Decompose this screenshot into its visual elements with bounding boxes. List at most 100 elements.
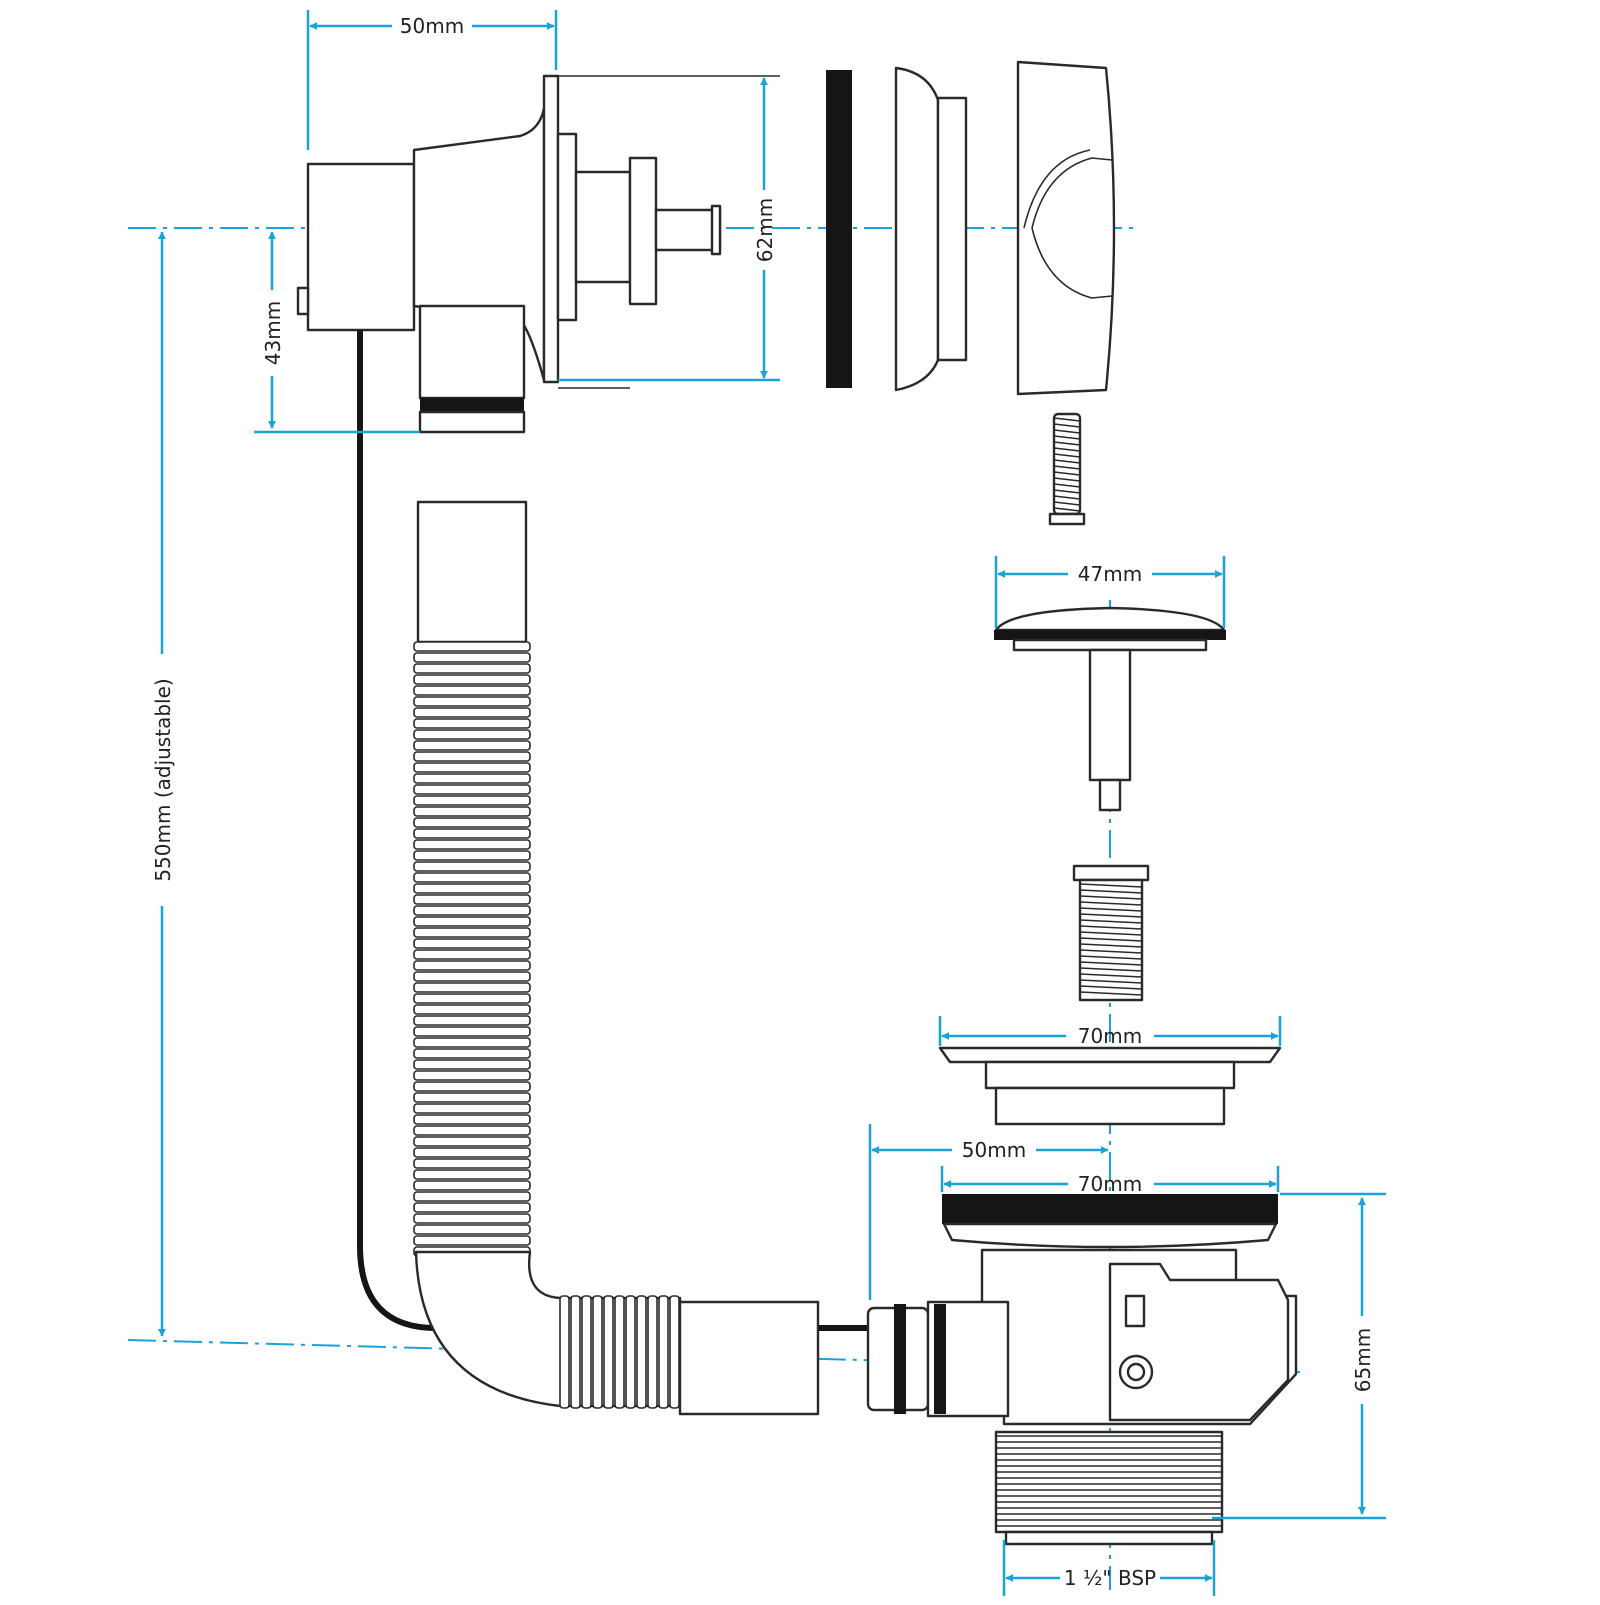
hose-ridge [413, 751, 531, 762]
overflow-faceplate [542, 74, 560, 384]
plug-seal [994, 630, 1226, 640]
thread-line [1079, 931, 1143, 936]
thread-line [1053, 471, 1081, 476]
hose-ridge [413, 949, 531, 960]
hose-ridge [413, 1048, 531, 1059]
thread-line [1079, 955, 1143, 960]
hose-ridge [669, 1295, 680, 1409]
outlet-o-ring [420, 398, 524, 412]
hose-ridge [413, 1202, 531, 1213]
thread-line [1079, 937, 1143, 942]
plug-parts [938, 412, 1282, 1126]
waste-body [866, 1194, 1298, 1546]
hose-ridge [413, 993, 531, 1004]
mechanism-pivot-inner [1126, 1362, 1146, 1382]
overflow-body [296, 74, 780, 434]
thread-end [1004, 1530, 1214, 1546]
thread-line [1079, 889, 1143, 894]
hose-ridge [413, 740, 531, 751]
hose-ridge [413, 817, 531, 828]
hose-ridge [625, 1295, 636, 1409]
hose-ridge [413, 1103, 531, 1114]
hose-ridge [413, 905, 531, 916]
stem-thread [1098, 778, 1122, 812]
hose-ridge [413, 806, 531, 817]
hose-ridge [413, 1169, 531, 1180]
dim-overall-length-label: 550mm (adjustable) [151, 678, 175, 881]
plug-cap [994, 606, 1226, 632]
screw-head [1048, 512, 1086, 526]
trim-ring-collar [936, 96, 968, 362]
overflow-boss [556, 132, 578, 322]
thread-line [1079, 901, 1143, 906]
flexible-hose [413, 500, 820, 1416]
hose-ridge [413, 861, 531, 872]
plug-stem [1088, 648, 1132, 782]
hose-ridge [413, 971, 531, 982]
hose-ridge [413, 828, 531, 839]
thread-line [1053, 435, 1081, 440]
hose-ridge [413, 696, 531, 707]
hose-ridge [413, 1037, 531, 1048]
overflow-spigot [574, 170, 632, 284]
waste-thread-lines [996, 1435, 1222, 1527]
thread-line [1079, 985, 1143, 990]
hose-ridge [413, 729, 531, 740]
hose-ridge [413, 1180, 531, 1191]
cover-arc-outer [1023, 149, 1091, 229]
dim-top-height-label: 62mm [753, 198, 777, 262]
thread-line [1079, 925, 1143, 930]
thread-line [1053, 477, 1081, 482]
hose-ridge [413, 916, 531, 927]
shaft-tip [710, 204, 722, 256]
hose-ridge [413, 1004, 531, 1015]
thread-line [1053, 453, 1081, 458]
spigot-o-ring-1 [894, 1304, 906, 1414]
dim-body-offset-label: 50mm [962, 1138, 1026, 1162]
thread-line [1053, 465, 1081, 470]
overflow-shaft [654, 208, 722, 252]
hose-ridge [413, 883, 531, 894]
mechanism-pivot-outer [1118, 1354, 1154, 1390]
hose-ridge [413, 1147, 531, 1158]
dim-thread-size-label: 1 ½" BSP [1064, 1566, 1156, 1590]
hose-corrugations [413, 641, 531, 1257]
hose-ridge [413, 1136, 531, 1147]
housing-clip [296, 286, 310, 316]
outlet-spigot [418, 410, 526, 434]
thread-line [1079, 967, 1143, 972]
hose-ridge [614, 1295, 625, 1409]
dimension-lines: 50mm 62mm 43mm 550mm (adjustable) 47mm 7… [151, 10, 1386, 1596]
screw-threads [1053, 417, 1081, 512]
hose-ridge [413, 894, 531, 905]
hose-bend-corrugations [559, 1295, 680, 1409]
thread-line [1079, 991, 1143, 996]
hose-ridge [413, 1213, 531, 1224]
mechanism-slot [1124, 1294, 1146, 1328]
insert-collar [1072, 864, 1150, 882]
thread-line [1053, 489, 1081, 494]
spigot-o-ring-2 [934, 1304, 946, 1414]
thread-line [1079, 973, 1143, 978]
hose-ridge [581, 1295, 592, 1409]
grating-neck [984, 1060, 1236, 1090]
bowden-cable [357, 330, 1110, 1331]
thread-line [1053, 501, 1081, 506]
thread-line [1079, 895, 1143, 900]
hose-bend [414, 1250, 682, 1408]
overflow-gasket [826, 70, 852, 388]
thread-line [1079, 913, 1143, 918]
plug-rim [1012, 638, 1208, 652]
grating-body [994, 1086, 1226, 1126]
thread-line [1079, 907, 1143, 912]
hose-ridge [413, 1070, 531, 1081]
hose-ridge [647, 1295, 658, 1409]
hose-ridge [413, 795, 531, 806]
thread-line [1079, 883, 1143, 888]
hose-ridge [413, 1092, 531, 1103]
hose-ridge [413, 960, 531, 971]
hose-ridge [413, 938, 531, 949]
hose-ridge [413, 674, 531, 685]
thread-line [1079, 919, 1143, 924]
